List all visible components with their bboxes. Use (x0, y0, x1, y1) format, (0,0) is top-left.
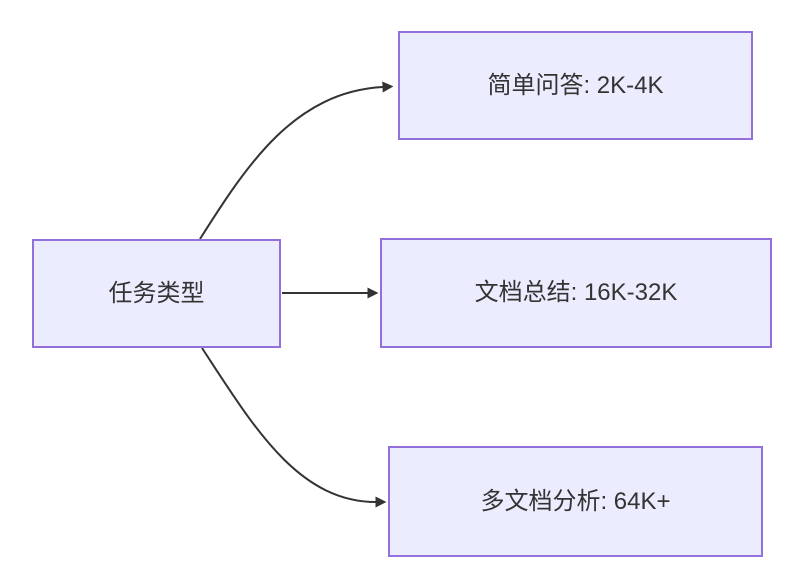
node-multidoc-analysis-label: 多文档分析: 64K+ (480, 487, 671, 515)
node-task-type: 任务类型 (32, 239, 281, 348)
node-simple-qa: 简单问答: 2K-4K (398, 31, 753, 140)
node-task-type-label: 任务类型 (108, 279, 205, 307)
node-multidoc-analysis: 多文档分析: 64K+ (388, 446, 763, 557)
node-doc-summary-label: 文档总结: 16K-32K (474, 279, 678, 307)
node-doc-summary: 文档总结: 16K-32K (380, 238, 772, 348)
arrow-root-to-simple-qa (199, 81, 394, 240)
node-simple-qa-label: 简单问答: 2K-4K (487, 71, 664, 99)
arrow-root-to-multidoc-analysis (201, 347, 387, 508)
